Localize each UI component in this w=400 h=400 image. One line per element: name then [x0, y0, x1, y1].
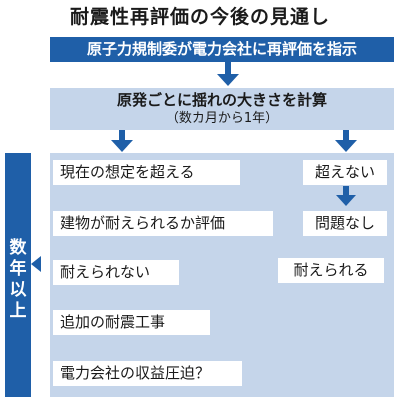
step-evaluate-building: 建物が耐えられるか評価 [53, 211, 273, 236]
duration-sidebar: 数 年 以 上 [5, 153, 31, 397]
calculation-duration: （数カ月から1年） [165, 111, 279, 126]
directive-banner: 原子力規制委が電力会社に再評価を指示 [50, 37, 394, 62]
sidebar-char: 以 [9, 280, 27, 300]
arrowhead-into-sidebar [31, 256, 41, 272]
arrowhead-calc-to-not-exceed [335, 140, 357, 152]
arrowhead-banner-to-calc [217, 74, 239, 86]
arrowhead-calc-to-exceed [111, 140, 133, 152]
sidebar-char: 数 [9, 238, 27, 258]
step-cannot-withstand: 耐えられない [53, 260, 179, 285]
step-additional-reinforcement: 追加の耐震工事 [53, 310, 210, 335]
step-profit-pressure: 電力会社の収益圧迫？ [53, 361, 242, 386]
step-not-exceed: 超えない [303, 160, 387, 185]
calculation-box: 原発ごとに揺れの大きさを計算 （数カ月から1年） [50, 88, 394, 130]
calculation-text: 原発ごとに揺れの大きさを計算 [116, 91, 327, 109]
sidebar-char: 上 [9, 301, 27, 321]
step-can-withstand: 耐えられる [278, 258, 384, 283]
sidebar-char: 年 [9, 259, 27, 279]
arrow-not-exceed-to-no-problem [343, 186, 349, 196]
step-no-problem: 問題なし [303, 211, 387, 236]
page-title: 耐震性再評価の今後の見通し [69, 6, 330, 28]
arrow-calc-to-not-exceed [343, 130, 349, 142]
arrow-calc-to-exceed [119, 130, 125, 142]
arrow-banner-to-calc [225, 62, 231, 76]
step-exceeds-assumption: 現在の想定を超える [53, 160, 240, 185]
arrowhead-not-exceed-to-no-problem [336, 195, 356, 206]
